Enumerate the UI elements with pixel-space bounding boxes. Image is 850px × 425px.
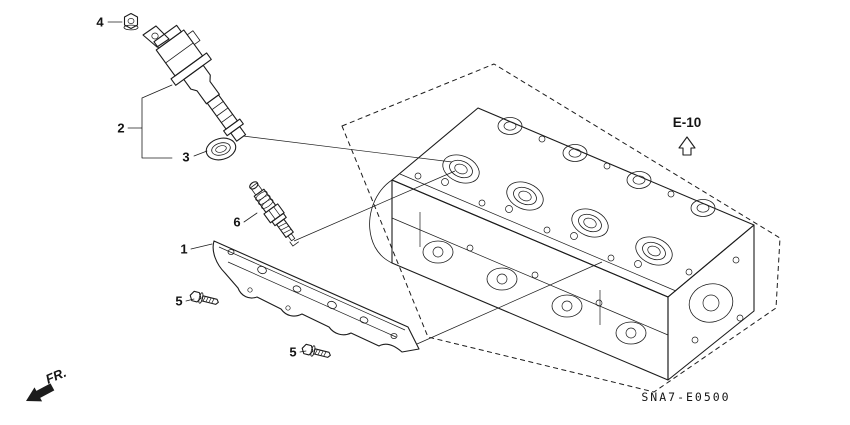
guide-line-coil (242, 135, 453, 163)
callout-5a: 5 (175, 294, 182, 309)
leader-line-5b (299, 350, 307, 353)
head-deck-contour (399, 173, 677, 292)
spark-plug (249, 181, 299, 247)
bolt-b (301, 343, 331, 358)
diagram-code: SNA7-E0500 (641, 390, 730, 404)
head-port-bosses (422, 240, 647, 345)
callout-1: 1 (180, 242, 187, 257)
callout-leaders (107, 21, 307, 353)
bolt-a (189, 290, 219, 305)
end-cover-bore (685, 256, 744, 344)
e10-reference-label: E-10 (673, 115, 702, 130)
guide-lines (242, 135, 603, 345)
plate-outline (212, 240, 420, 353)
baffle-plate (212, 240, 420, 353)
plate-lower-contour (227, 261, 397, 338)
leader-bracket-2 (127, 84, 173, 159)
cylinder-head (369, 107, 755, 381)
e10-up-arrow-icon (678, 136, 696, 156)
head-left-bulge (369, 179, 393, 264)
ignition-coil (153, 24, 247, 142)
callout-5b: 5 (289, 345, 296, 360)
leader-line-1 (190, 243, 213, 250)
coil-tower-3 (570, 208, 609, 240)
callout-3: 3 (182, 150, 189, 165)
callout-4: 4 (96, 15, 104, 30)
guide-line-plug (293, 170, 456, 242)
seal-ring (205, 137, 237, 161)
coil-tower-2 (505, 181, 544, 213)
coil-tower-4 (634, 236, 673, 268)
cam-bearing-humps (497, 117, 716, 217)
leader-line-5a (185, 298, 195, 302)
fr-label: FR. (43, 365, 68, 387)
coil-mounting-ear (142, 25, 170, 48)
leader-line-3 (193, 150, 208, 157)
plate-holes (227, 249, 398, 339)
head-boundary-dashed (341, 63, 781, 393)
fr-direction-arrow-icon (26, 383, 55, 402)
coil-tower-1 (441, 154, 480, 186)
head-right-face (667, 224, 755, 381)
plate-inner-edge (218, 246, 406, 331)
head-bolt-holes (414, 172, 615, 262)
callout-2: 2 (117, 121, 124, 136)
leader-line-6 (243, 212, 258, 223)
flange-nut (123, 12, 139, 31)
callout-6: 6 (233, 215, 240, 230)
guide-line-plate (416, 261, 603, 345)
head-front-ledge (391, 217, 669, 336)
